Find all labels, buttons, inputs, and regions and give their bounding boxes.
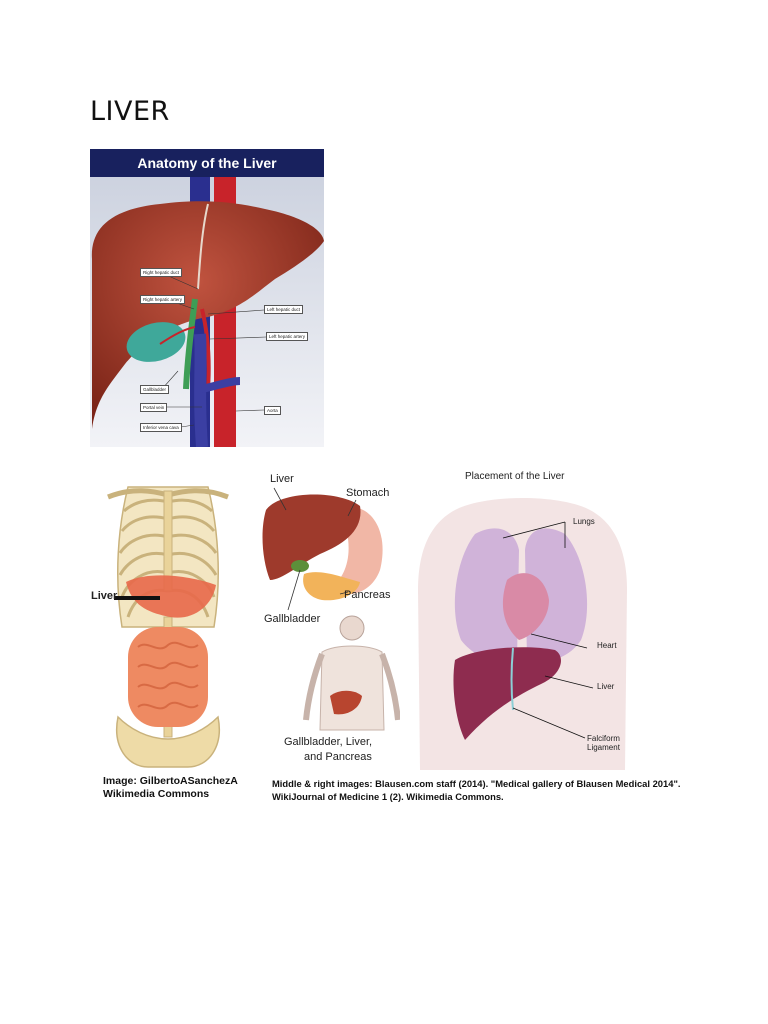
- credit-left-line2: Wikimedia Commons: [103, 788, 209, 801]
- label-mid-gallbladder: Gallbladder: [264, 613, 320, 625]
- label-mid-stomach: Stomach: [346, 487, 389, 499]
- anatomy-drawing: [90, 149, 324, 447]
- label-mid-liver: Liver: [270, 473, 294, 485]
- placement-drawing: [415, 470, 630, 770]
- label-right-hepatic-duct: Right hepatic duct: [140, 268, 182, 277]
- label-torso-liver: Liver: [91, 590, 117, 602]
- organs-illustration: Liver Stomach Pancreas Gallbladder Gallb…: [260, 470, 400, 770]
- label-right-hepatic-artery: Right hepatic artery: [140, 295, 185, 304]
- label-aorta: Aorta: [264, 406, 281, 415]
- label-placement-liver: Liver: [597, 682, 614, 691]
- label-placement-lungs: Lungs: [573, 517, 595, 526]
- label-mid-pancreas: Pancreas: [344, 589, 390, 601]
- label-placement-heart: Heart: [597, 641, 617, 650]
- label-portal-vein: Portal vein: [140, 403, 167, 412]
- credit-right-line2: WikiJournal of Medicine 1 (2). Wikimedia…: [272, 790, 504, 803]
- label-left-hepatic-duct: Left hepatic duct: [264, 305, 303, 314]
- placement-illustration: Placement of the Liver Lungs Heart Liver…: [415, 470, 630, 770]
- caption-mid-line1: Gallbladder, Liver,: [284, 736, 372, 748]
- credit-right-line1: Middle & right images: Blausen.com staff…: [272, 777, 681, 790]
- torso-illustration: Liver: [88, 467, 248, 771]
- anatomy-illustration: Anatomy of the Liver Right hepatic duct …: [90, 149, 324, 447]
- placement-title: Placement of the Liver: [465, 471, 565, 482]
- torso-drawing: [88, 467, 248, 771]
- label-inferior-vena-cava: Inferior vena cava: [140, 423, 182, 432]
- caption-mid-line2: and Pancreas: [304, 751, 372, 763]
- credit-left-line1: Image: GilbertoASanchezA: [103, 775, 238, 788]
- label-falciform-line1: Falciform: [587, 734, 620, 743]
- page-title: LIVER: [90, 96, 170, 127]
- label-gallbladder: Gallbladder: [140, 385, 169, 394]
- anatomy-header: Anatomy of the Liver: [90, 149, 324, 177]
- label-left-hepatic-artery: Left hepatic artery: [266, 332, 308, 341]
- label-falciform-line2: Ligament: [587, 743, 620, 752]
